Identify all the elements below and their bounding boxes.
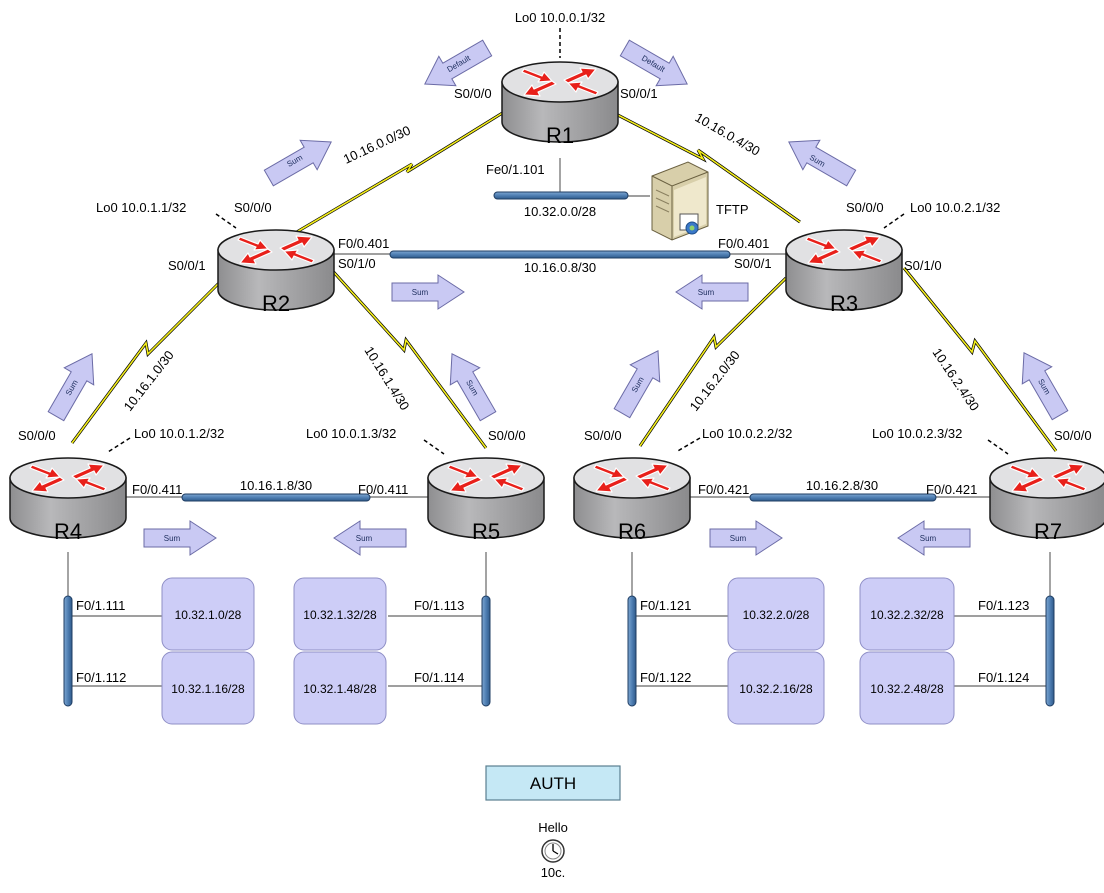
router-name: R3 (830, 291, 858, 316)
interface-label: F0/1.121 (640, 598, 691, 613)
router-name: R4 (54, 519, 82, 544)
interface-label: F0/0.401 (718, 236, 769, 251)
subnet-label: 10.32.1.16/28 (171, 682, 245, 696)
interface-label: S0/0/1 (620, 86, 658, 101)
subnet-box-s2 (161, 651, 255, 725)
link-r3-r6 (638, 276, 788, 447)
router-name: R2 (262, 291, 290, 316)
interface-label: F0/0.411 (132, 482, 182, 497)
subnet-label: 10.32.2.0/28 (743, 608, 810, 622)
hello-value: 10c. (541, 865, 566, 880)
interface-label: F0/1.114 (414, 670, 464, 685)
arrow-label: Sum (920, 534, 937, 543)
subnet-label: 10.32.2.32/28 (870, 608, 944, 622)
loopback-label-r6: Lo0 10.0.2.2/32 (702, 426, 792, 441)
tftp-label: TFTP (716, 202, 749, 217)
hello-label: Hello (538, 820, 568, 835)
loopback-label-r1: Lo0 10.0.0.1/32 (515, 10, 605, 25)
lan-bar-r1 (493, 191, 629, 200)
loopback-label-r4: Lo0 10.0.1.2/32 (134, 426, 224, 441)
interface-label: S0/0/0 (488, 428, 526, 443)
router-name: R6 (618, 519, 646, 544)
interface-label: F0/0.421 (926, 482, 977, 497)
interface-label: S0/1/0 (904, 258, 942, 273)
router-name: R1 (546, 123, 574, 148)
interface-label: S0/1/0 (338, 256, 376, 271)
subnet-label: 10.32.1.32/28 (303, 608, 377, 622)
interface-label: S0/0/0 (846, 200, 884, 215)
lan-bar-r2-r3 (389, 250, 731, 259)
network-label: 10.16.1.8/30 (240, 478, 312, 493)
interface-label: F0/1.123 (978, 598, 1029, 613)
interface-label: S0/0/0 (234, 200, 272, 215)
interface-label: S0/0/0 (584, 428, 622, 443)
interface-label: F0/1.113 (414, 598, 464, 613)
interface-label: S0/0/1 (168, 258, 206, 273)
network-label: 10.16.2.4/30 (930, 345, 983, 413)
serial-links (70, 110, 1058, 452)
lan-bar-r4-r5 (181, 493, 371, 502)
interface-label: S0/0/0 (1054, 428, 1092, 443)
tftp-server[interactable] (651, 161, 709, 241)
interface-label: F0/1.122 (640, 670, 691, 685)
network-label: 10.16.0.8/30 (524, 260, 596, 275)
lan-bar-r6-r7 (749, 493, 937, 502)
arrow-label: Sum (730, 534, 747, 543)
interface-label: F0/0.401 (338, 236, 389, 251)
network-label: 10.16.0.4/30 (693, 110, 763, 159)
loopback-label-r7: Lo0 10.0.2.3/32 (872, 426, 962, 441)
arrow-label: Sum (164, 534, 181, 543)
clock-icon (541, 839, 565, 863)
network-label: 10.16.1.4/30 (361, 344, 412, 413)
subnet-box-s6 (727, 651, 825, 725)
subnet-box-s7 (859, 577, 955, 651)
subnet-label: 10.32.2.16/28 (739, 682, 813, 696)
arrow-label: Sum (356, 534, 373, 543)
loopback-label-r5: Lo0 10.0.1.3/32 (306, 426, 396, 441)
subnet-box-s4 (293, 651, 387, 725)
arrow-label: Sum (698, 288, 715, 297)
interface-label: F0/1.124 (978, 670, 1029, 685)
lan-vbar-r7 (1045, 595, 1055, 707)
network-label: 10.32.0.0/28 (524, 204, 596, 219)
interface-label: F0/1.111 (76, 598, 125, 613)
subnet-box-s3 (293, 577, 387, 651)
subnet-label: 10.32.1.0/28 (175, 608, 242, 622)
loopback-label-r3: Lo0 10.0.2.1/32 (910, 200, 1000, 215)
interface-label: F0/1.112 (76, 670, 126, 685)
interface-label: F0/0.421 (698, 482, 749, 497)
link-r2-r4 (70, 274, 228, 444)
loopback-label-r2: Lo0 10.0.1.1/32 (96, 200, 186, 215)
network-label: 10.16.1.0/30 (121, 348, 177, 414)
router-name: R5 (472, 519, 500, 544)
router-name: R7 (1034, 519, 1062, 544)
auth-label: AUTH (530, 774, 576, 793)
subnet-box-s8 (859, 651, 955, 725)
lan-vbar-r4 (63, 595, 73, 707)
network-label: 10.16.0.0/30 (341, 123, 413, 167)
lan-vbar-r6 (627, 595, 637, 707)
interface-label: S0/0/0 (18, 428, 56, 443)
network-label: 10.16.2.8/30 (806, 478, 878, 493)
interface-label: S0/0/0 (454, 86, 492, 101)
lan-vbar-r5 (481, 595, 491, 707)
subnet-box-s5 (727, 577, 825, 651)
interface-label: F0/0.411 (358, 482, 408, 497)
network-label: 10.16.2.0/30 (687, 348, 743, 414)
subnet-label: 10.32.1.48/28 (303, 682, 377, 696)
interface-label: Fe0/1.101 (486, 162, 545, 177)
subnet-box-s1 (161, 577, 255, 651)
auth-box (485, 765, 621, 801)
subnet-label: 10.32.2.48/28 (870, 682, 944, 696)
arrow-label: Sum (412, 288, 429, 297)
interface-label: S0/0/1 (734, 256, 772, 271)
